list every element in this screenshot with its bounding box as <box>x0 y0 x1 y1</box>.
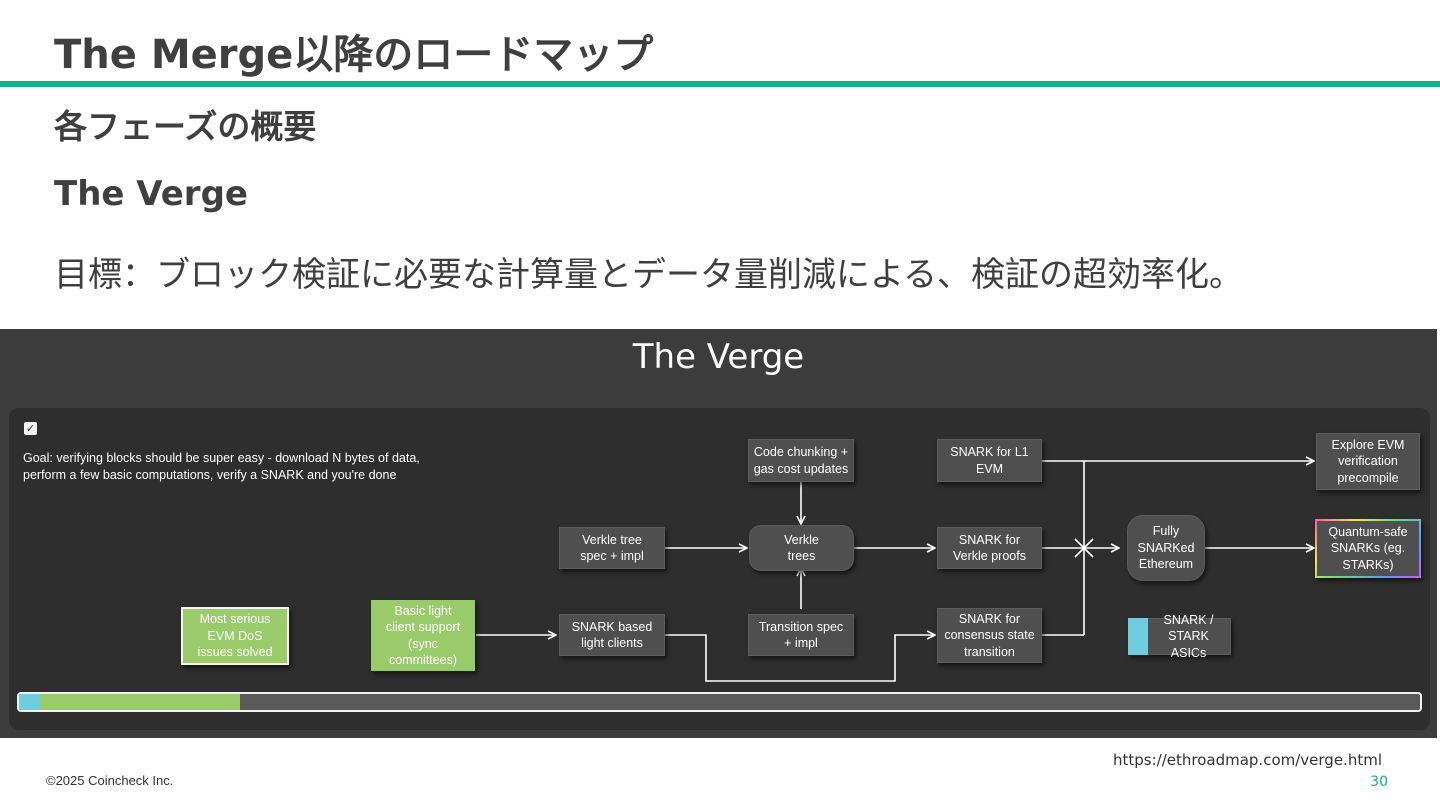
diagram-canvas: ✓ Goal: verifying blocks should be super… <box>9 408 1430 730</box>
copyright: ©2025 Coincheck Inc. <box>46 773 174 788</box>
node-snark-l1-evm: SNARK for L1 EVM <box>937 439 1042 482</box>
page-number: 30 <box>1370 774 1388 790</box>
slide-subtitle: 各フェーズの概要 <box>54 107 317 146</box>
verge-roadmap-panel: The Verge ✓ Goal: verifying blocks shoul… <box>0 329 1437 738</box>
node-snark-asics-label: SNARK / STARK ASICs <box>1163 612 1214 660</box>
node-snark-light-clients: SNARK based light clients <box>559 614 665 656</box>
node-verkle-trees: Verkle trees <box>749 525 854 571</box>
node-code-chunking: Code chunking + gas cost updates <box>748 439 854 482</box>
checkmark-icon: ✓ <box>24 422 37 435</box>
section-heading: The Verge <box>54 174 248 214</box>
node-verkle-spec: Verkle tree spec + impl <box>559 527 665 569</box>
node-explore-evm: Explore EVM verification precompile <box>1316 433 1420 490</box>
progress-segment-green <box>40 694 241 710</box>
node-quantum-safe: Quantum-safe SNARKs (eg. STARKs) <box>1315 519 1421 578</box>
node-light-client: Basic light client support (sync committ… <box>371 600 475 671</box>
node-evm-dos: Most serious EVM DoS issues solved <box>181 607 289 665</box>
node-snark-consensus: SNARK for consensus state transition <box>937 608 1042 663</box>
node-transition-spec: Transition spec + impl <box>748 614 854 656</box>
diagram-goal-text: Goal: verifying blocks should be super e… <box>23 451 420 482</box>
goal-statement: 目標：ブロック検証に必要な計算量とデータ量削減による、検証の超効率化。 <box>54 255 1243 295</box>
source-link[interactable]: https://ethroadmap.com/verge.html <box>1113 751 1382 769</box>
connector-lines <box>476 408 1430 682</box>
title-divider <box>0 81 1440 87</box>
asics-status-marker <box>1128 618 1148 655</box>
progress-segment-cyan <box>19 694 40 710</box>
node-snark-asics: SNARK / STARK ASICs <box>1128 613 1231 660</box>
diagram-title: The Verge <box>632 337 805 377</box>
progress-bar <box>17 692 1422 712</box>
line-cross-b <box>1074 538 1094 558</box>
line-snark-light-to-consensus <box>665 635 935 682</box>
node-fully-snarked: Fully SNARKed Ethereum <box>1127 515 1205 581</box>
node-snark-verkle: SNARK for Verkle proofs <box>937 527 1042 569</box>
slide-title: The Merge以降のロードマップ <box>54 32 654 78</box>
